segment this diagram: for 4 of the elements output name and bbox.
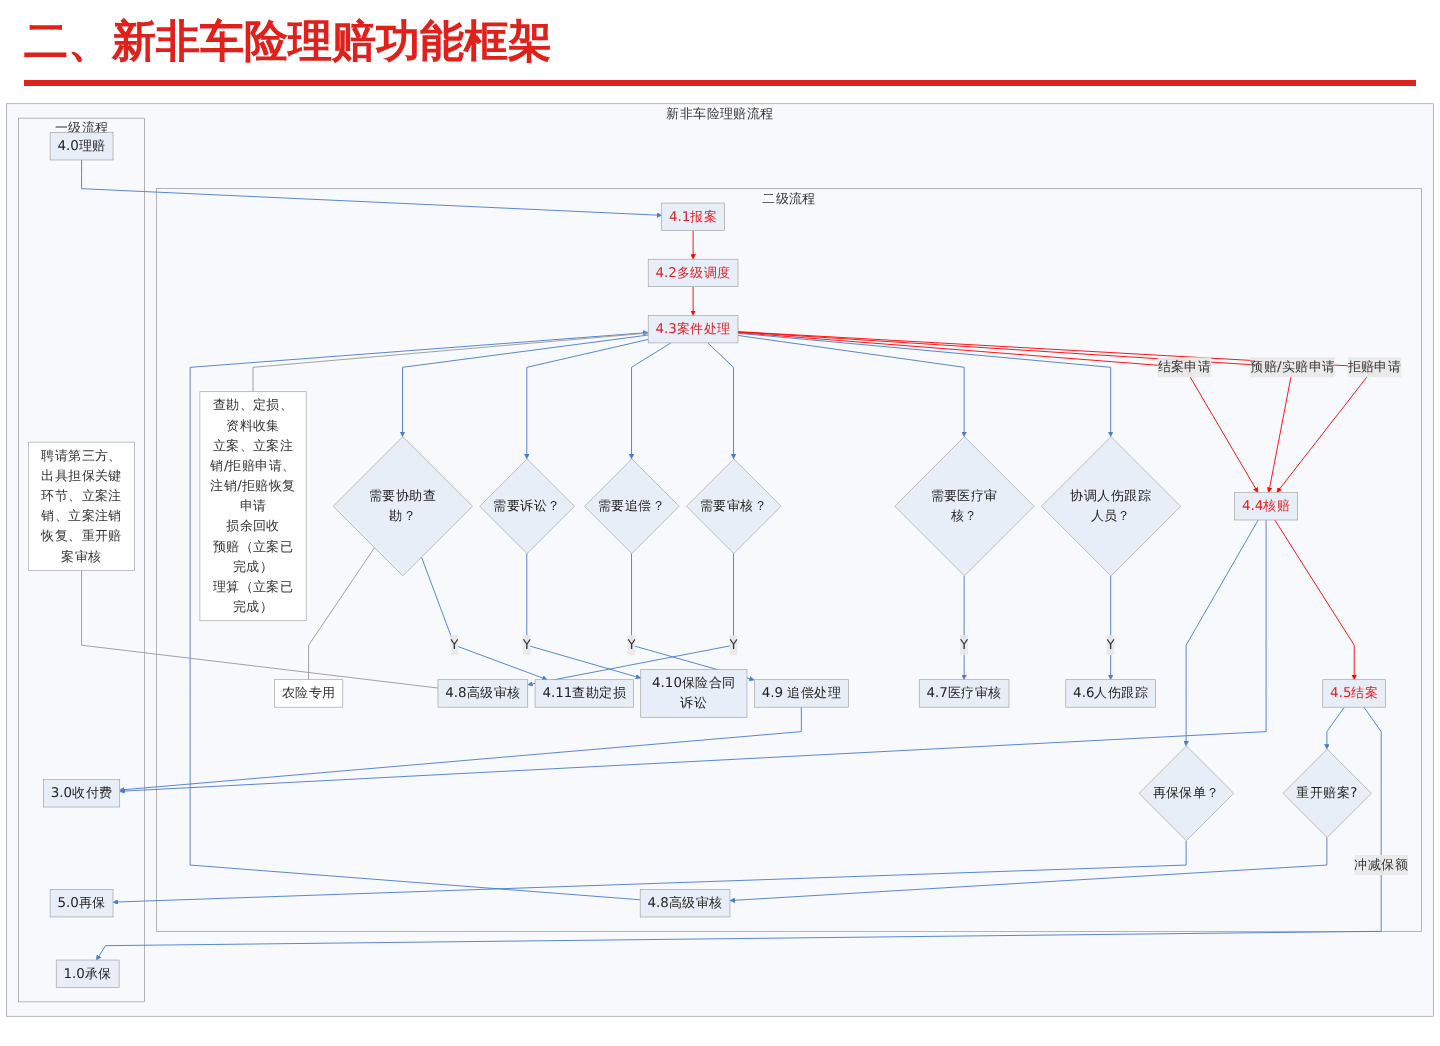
connector	[252, 332, 649, 393]
connector	[308, 547, 375, 681]
connector	[81, 569, 439, 689]
slide-title: 二、新非车险理赔功能框架	[24, 12, 1416, 86]
